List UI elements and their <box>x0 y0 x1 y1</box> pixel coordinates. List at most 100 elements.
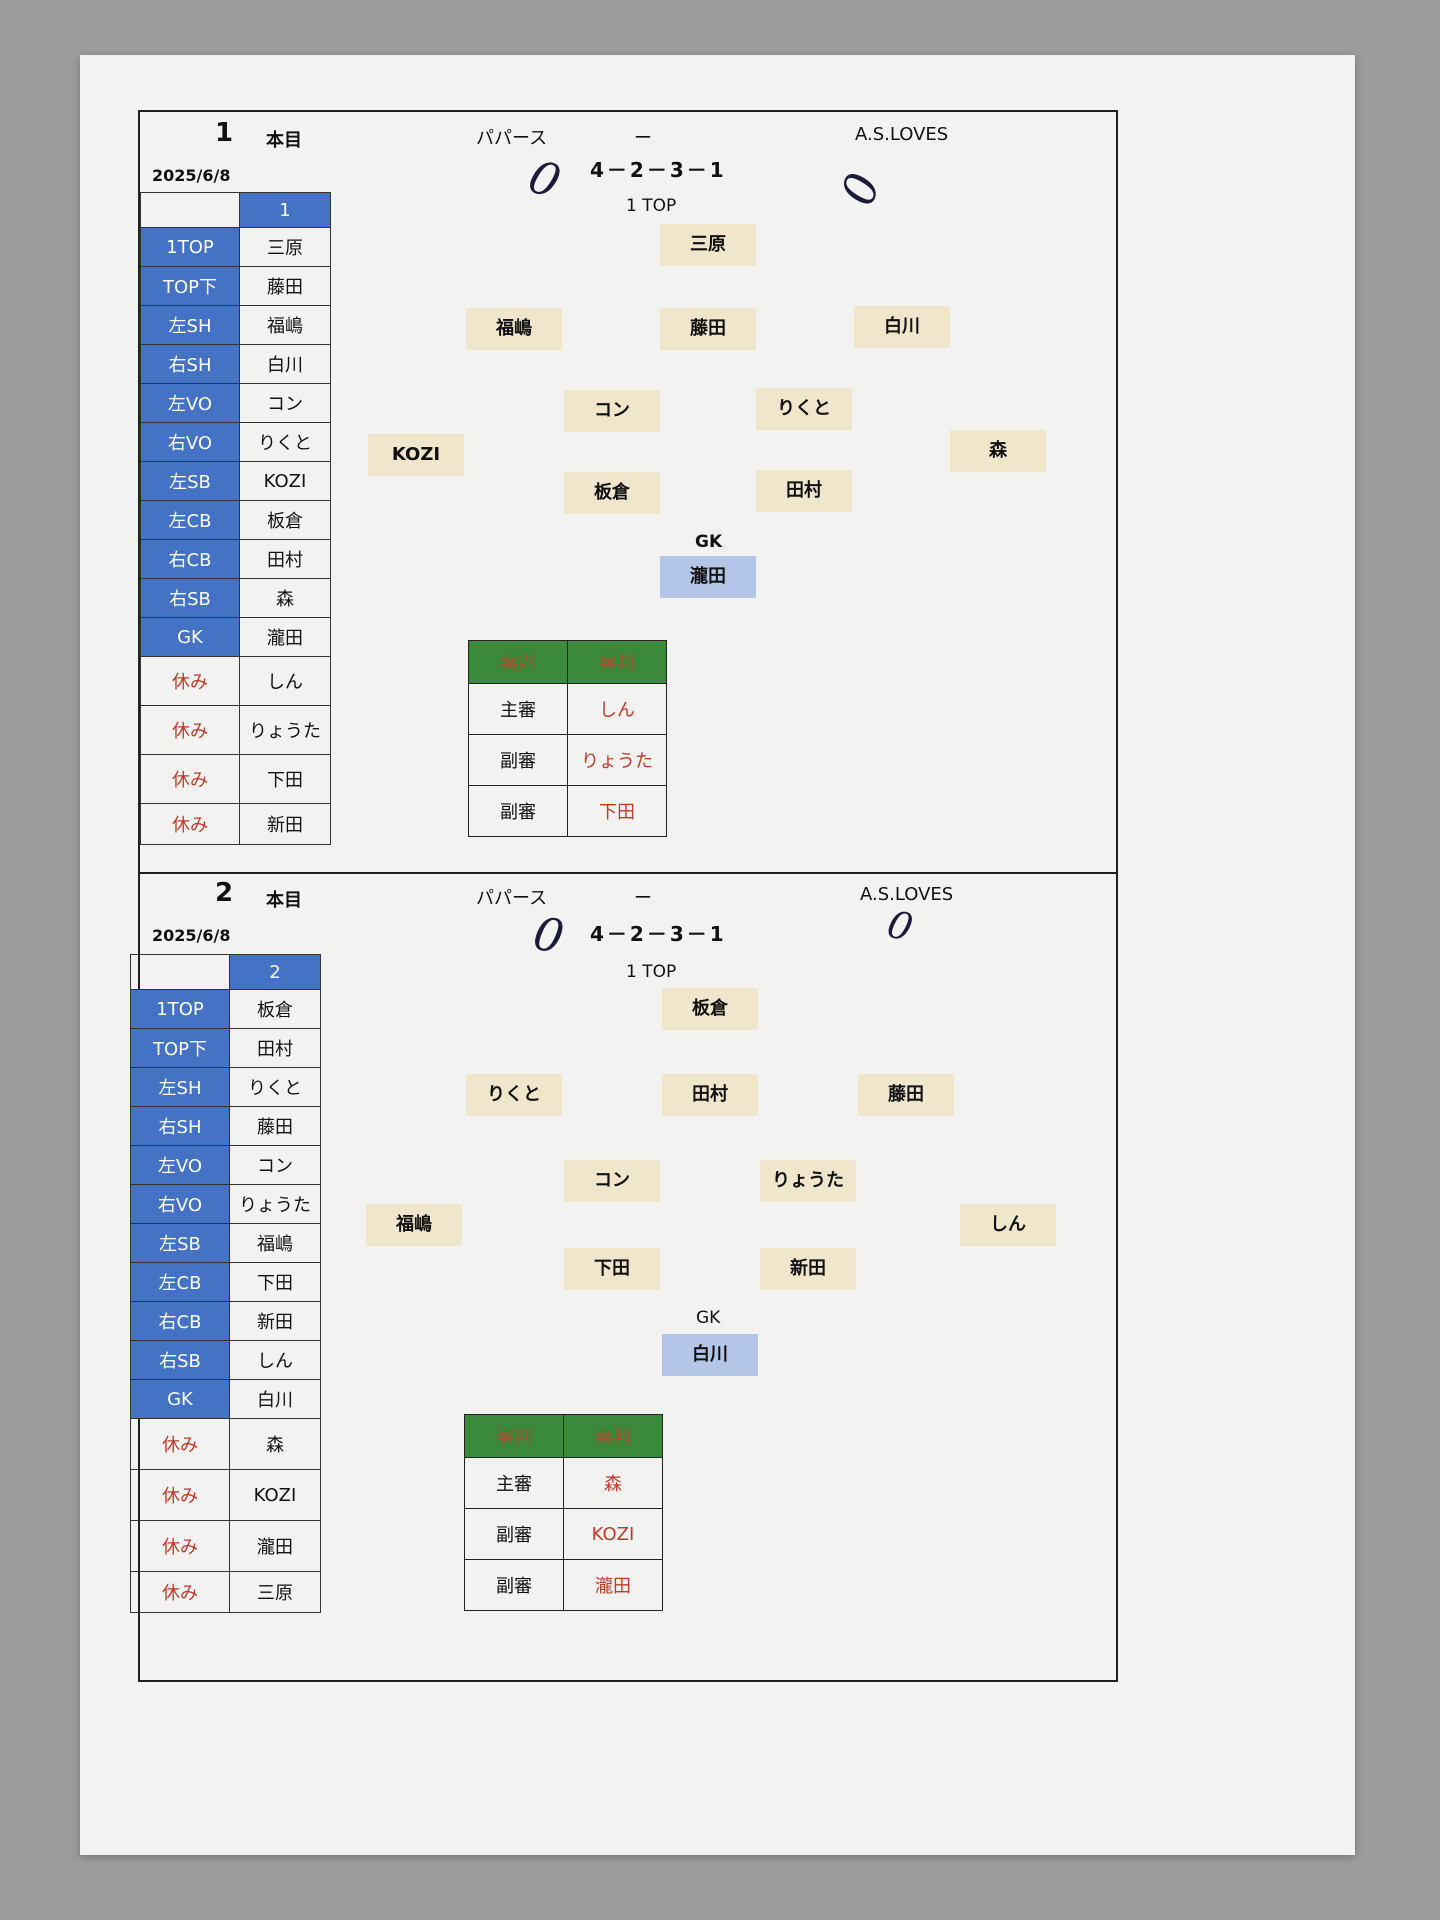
match-date: 2025/6/8 <box>152 166 231 185</box>
score-away: 0 <box>830 166 892 212</box>
referee-row: 副審りょうた <box>468 734 667 786</box>
honme-label: 本目 <box>266 130 302 151</box>
position-cell: 右SH <box>130 1106 230 1146</box>
position-cell: GK <box>130 1379 230 1419</box>
player-cell: 福嶋 <box>239 305 331 345</box>
position-cell: 左CB <box>140 500 240 540</box>
rest-row: 休み三原 <box>130 1571 321 1613</box>
position-cell: 右SB <box>140 578 240 618</box>
player-cell: コン <box>239 383 331 423</box>
home-team: パパース <box>476 888 548 909</box>
referee-role: 副審 <box>464 1508 564 1560</box>
top-label: 1 TOP <box>626 196 677 216</box>
player-cell: 福嶋 <box>229 1223 321 1263</box>
gk-label: GK <box>695 532 723 552</box>
away-team: A.S.LOVES <box>855 124 949 145</box>
referee-header: 審判 <box>563 1414 663 1458</box>
position-cell: 左VO <box>140 383 240 423</box>
top-label: 1 TOP <box>626 962 677 982</box>
referee-header: 審判 <box>464 1414 564 1458</box>
player-cell: 白川 <box>229 1379 321 1419</box>
roster-corner <box>130 954 230 990</box>
position-cell: 右SB <box>130 1340 230 1380</box>
gk-label: GK <box>696 1308 721 1328</box>
player-cell: りょうた <box>229 1184 321 1224</box>
referee-name: しん <box>567 683 667 735</box>
field-top-shita: 田村 <box>662 1074 758 1116</box>
referee-table: 審判 審判 主審しん 副審りょうた 副審下田 <box>468 640 667 837</box>
player-cell: 田村 <box>239 539 331 579</box>
position-cell: 右VO <box>140 422 240 462</box>
rest-row: 休みりょうた <box>140 705 331 755</box>
referee-name: りょうた <box>567 734 667 786</box>
field-left-vo: コン <box>564 390 660 432</box>
referee-row: 主審しん <box>468 683 667 735</box>
rest-player: 下田 <box>239 754 331 804</box>
field-left-sh: 福嶋 <box>466 308 562 350</box>
rest-label: 休み <box>130 1520 230 1572</box>
rest-player: 三原 <box>229 1571 321 1613</box>
home-team: パパース <box>476 128 548 149</box>
match-date: 2025/6/8 <box>152 926 231 945</box>
player-cell: 藤田 <box>229 1106 321 1146</box>
position-cell: GK <box>140 617 240 657</box>
player-cell: りくと <box>239 422 331 462</box>
formation-label: 4－2－3－1 <box>590 922 727 946</box>
player-cell: 三原 <box>239 227 331 267</box>
rest-player: KOZI <box>229 1469 321 1521</box>
position-cell: 1TOP <box>130 989 230 1029</box>
referee-row: 副審瀧田 <box>464 1559 663 1611</box>
match-number: 1 <box>215 118 234 148</box>
player-cell: しん <box>229 1340 321 1380</box>
position-cell: 左CB <box>130 1262 230 1302</box>
player-cell: 下田 <box>229 1262 321 1302</box>
versus-dash: ー <box>634 128 652 149</box>
player-cell: 瀧田 <box>239 617 331 657</box>
lineup-frame: 1 本目 2025/6/8 パパース ー A.S.LOVES 0 0 4－2－3… <box>130 110 1118 1682</box>
referee-role: 副審 <box>468 785 568 837</box>
referee-name: 下田 <box>567 785 667 837</box>
position-cell: 右CB <box>140 539 240 579</box>
position-cell: 左SB <box>130 1223 230 1263</box>
field-1top: 三原 <box>660 224 756 266</box>
player-cell: 藤田 <box>239 266 331 306</box>
player-cell: 白川 <box>239 344 331 384</box>
roster-corner <box>140 192 240 228</box>
rest-row: 休み新田 <box>140 803 331 845</box>
field-top-shita: 藤田 <box>660 308 756 350</box>
player-cell: 田村 <box>229 1028 321 1068</box>
referee-role: 主審 <box>464 1457 564 1509</box>
field-right-cb: 田村 <box>756 470 852 512</box>
position-cell: 右VO <box>130 1184 230 1224</box>
rest-label: 休み <box>130 1418 230 1470</box>
away-team: A.S.LOVES <box>860 884 954 905</box>
match-number: 2 <box>215 878 234 908</box>
rest-label: 休み <box>140 754 240 804</box>
rest-player: りょうた <box>239 705 331 755</box>
referee-header: 審判 <box>468 640 568 684</box>
player-cell: りくと <box>229 1067 321 1107</box>
match-section-1: 1 本目 2025/6/8 パパース ー A.S.LOVES 0 0 4－2－3… <box>140 112 1116 872</box>
field-gk: 白川 <box>662 1334 758 1376</box>
roster-row: TOP下藤田 <box>140 266 331 306</box>
rest-player: 瀧田 <box>229 1520 321 1572</box>
rest-row: 休み下田 <box>140 754 331 804</box>
field-right-sh: 白川 <box>854 306 950 348</box>
